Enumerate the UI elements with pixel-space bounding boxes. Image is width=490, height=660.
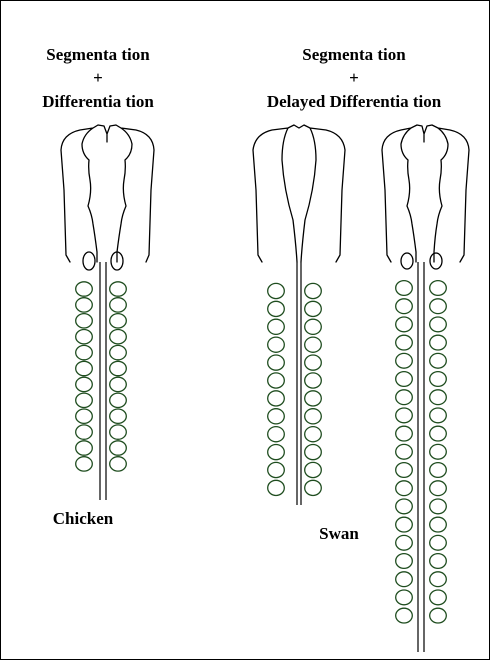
left-heading-plus: + xyxy=(93,68,103,87)
chicken-label: Chicken xyxy=(53,509,114,528)
right-heading-line3: Delayed Differentia tion xyxy=(267,92,442,111)
right-heading-plus: + xyxy=(349,68,359,87)
left-heading-line1: Segmenta tion xyxy=(46,45,150,64)
swan-label: Swan xyxy=(319,524,359,543)
right-heading-line1: Segmenta tion xyxy=(302,45,406,64)
left-heading-line3: Differentia tion xyxy=(42,92,154,111)
